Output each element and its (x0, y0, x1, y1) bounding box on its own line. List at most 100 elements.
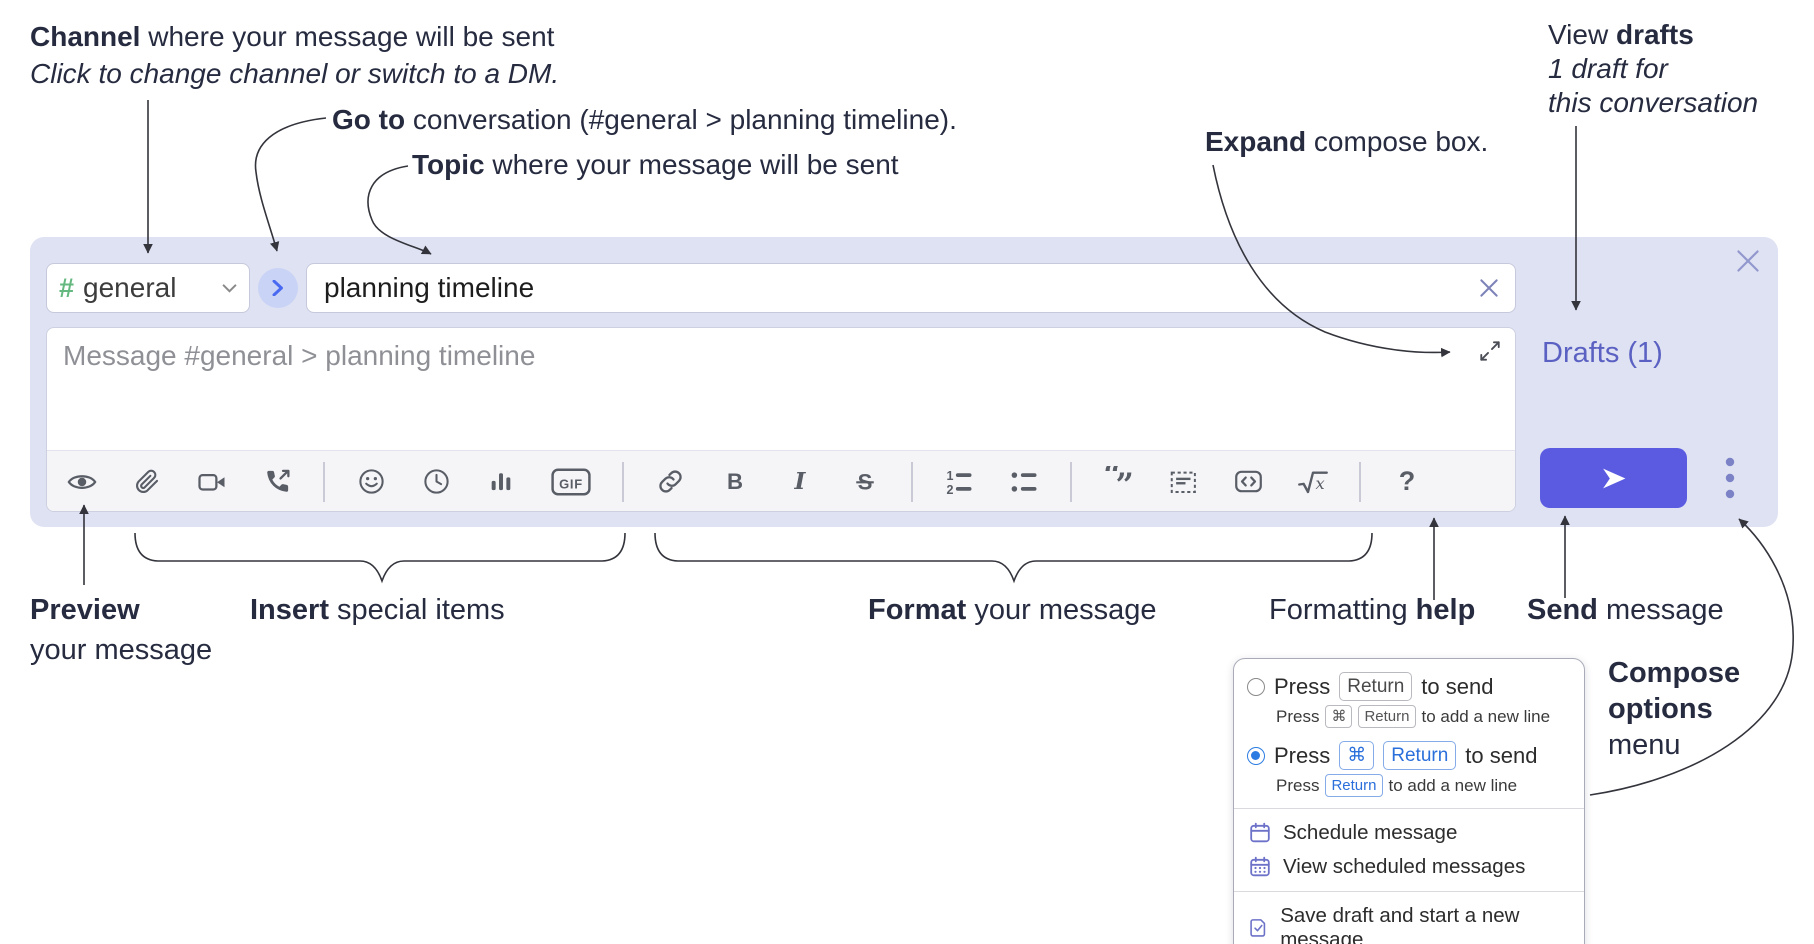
compose-box: # general planning timeline Message # (30, 237, 1778, 527)
option1-sub-press: Press (1276, 706, 1320, 726)
option-cmd-return-to-send[interactable]: Press ⌘ Return to send (1234, 738, 1584, 773)
smiley-icon (358, 469, 384, 494)
compose-toolbar: GIF B (47, 450, 1515, 511)
view-drafts-bold: drafts (1615, 19, 1694, 50)
toolbar-divider (1070, 461, 1072, 502)
gif-button[interactable]: GIF (547, 460, 595, 504)
option2-sub-return-kbd: Return (1325, 774, 1383, 797)
topic-input[interactable]: planning timeline (306, 263, 1516, 313)
option1-return-kbd: Return (1339, 672, 1413, 701)
chevron-down-icon (222, 284, 237, 293)
menu-item-save-draft[interactable]: Save draft and start a new message (1234, 899, 1584, 944)
format-label-rest: your message (966, 594, 1157, 626)
message-panel: Message #general > planning timeline (46, 327, 1516, 512)
compose-options-line2: options (1608, 693, 1713, 725)
clock-icon (423, 469, 449, 494)
phone-call-icon (266, 469, 290, 492)
drafts-link[interactable]: Drafts (1) (1542, 337, 1663, 369)
numbered-list-icon: 1 2 (947, 469, 972, 496)
toolbar-divider (911, 461, 913, 502)
quote-button[interactable]: “ ” (1099, 460, 1137, 504)
bulleted-list-button[interactable] (1005, 460, 1043, 504)
preview-label-bold: Preview (30, 594, 140, 626)
menu-item-schedule-message[interactable]: Schedule message (1234, 816, 1584, 850)
channel-annotation: Channel where your message will be sent … (30, 18, 559, 92)
radio-selected-icon[interactable] (1247, 746, 1265, 765)
insert-label-rest: special items (328, 594, 505, 626)
insert-label: Insert special items (250, 590, 505, 630)
italic-button[interactable]: I (781, 460, 819, 504)
poll-button[interactable] (482, 460, 520, 504)
goto-annotation-rest: conversation (#general > planning timeli… (405, 104, 957, 135)
option-cmd-return-to-send-sub: Press Return to add a new line (1234, 773, 1584, 801)
bar-chart-icon (491, 472, 511, 490)
code-icon (1234, 470, 1262, 493)
global-time-button[interactable] (417, 460, 455, 504)
option2-return-kbd: Return (1383, 741, 1457, 770)
eye-icon (67, 474, 97, 489)
option2-sub-suffix: to add a new line (1388, 775, 1518, 795)
menu-divider (1234, 891, 1584, 892)
gif-icon: GIF (551, 468, 591, 495)
clear-topic-icon[interactable] (1477, 276, 1501, 300)
close-icon (1737, 250, 1759, 272)
svg-text:B: B (727, 469, 743, 494)
math-sqrt-icon: x (1298, 470, 1328, 493)
spoiler-icon (1170, 471, 1196, 493)
vertical-dots-icon (1725, 457, 1735, 499)
audio-call-button[interactable] (258, 460, 296, 504)
code-button[interactable] (1229, 460, 1267, 504)
option-return-to-send[interactable]: Press Return to send (1234, 669, 1584, 704)
numbered-list-button[interactable]: 1 2 (940, 460, 978, 504)
expand-annotation: Expand compose box. (1205, 123, 1488, 160)
topic-annotation-rest: where your message will be sent (484, 149, 899, 180)
topic-annotation-bold: Topic (412, 149, 485, 180)
calendar-icon (1250, 822, 1270, 843)
channel-annotation-line2: Click to change channel or switch to a D… (30, 58, 560, 89)
option2-sub-press: Press (1276, 775, 1320, 795)
go-to-conversation-button[interactable] (258, 268, 298, 308)
preview-button[interactable] (63, 460, 101, 504)
link-icon (658, 470, 682, 493)
channel-selector[interactable]: # general (46, 263, 250, 313)
svg-text:I: I (794, 468, 807, 495)
goto-annotation: Go to conversation (#general > planning … (332, 101, 957, 138)
send-button[interactable] (1540, 448, 1687, 508)
insert-brace (134, 532, 626, 584)
message-placeholder: Message #general > planning timeline (63, 340, 536, 371)
menu-item-view-scheduled[interactable]: View scheduled messages (1234, 850, 1584, 884)
attach-file-button[interactable] (128, 460, 166, 504)
compose-options-menu-button[interactable] (1710, 450, 1750, 506)
menu-item-label: Schedule message (1283, 821, 1458, 844)
math-button[interactable]: x (1294, 460, 1332, 504)
message-input[interactable]: Message #general > planning timeline (47, 328, 1515, 450)
format-brace (654, 532, 1373, 584)
toolbar-divider (622, 461, 624, 502)
insert-link-button[interactable] (651, 460, 689, 504)
topic-input-value: planning timeline (324, 272, 535, 303)
svg-text:x: x (1316, 473, 1325, 492)
view-drafts-pre: View (1548, 19, 1616, 50)
video-call-button[interactable] (193, 460, 231, 504)
option1-cmd-kbd: ⌘ (1325, 705, 1353, 728)
option1-sub-return-kbd: Return (1358, 705, 1416, 728)
option1-suffix: to send (1421, 673, 1494, 699)
spoiler-button[interactable] (1164, 460, 1202, 504)
channel-hash-icon: # (59, 272, 75, 303)
svg-text:“: “ (1103, 466, 1121, 494)
option1-press: Press (1274, 673, 1331, 699)
emoji-button[interactable] (352, 460, 390, 504)
radio-unselected-icon[interactable] (1247, 677, 1265, 696)
preview-label-line2: your message (30, 634, 213, 666)
strikethrough-icon: S (856, 469, 874, 494)
message-formatting-help-button[interactable]: ? (1388, 460, 1426, 504)
expand-compose-icon[interactable] (1478, 339, 1502, 363)
compose-options-line3: menu (1608, 729, 1681, 761)
strikethrough-button[interactable]: S (846, 460, 884, 504)
bold-button[interactable]: B (716, 460, 754, 504)
close-compose-button[interactable] (1732, 245, 1764, 277)
calendar-grid-icon (1250, 856, 1270, 877)
quote-icon: “ ” (1103, 466, 1134, 498)
send-label-bold: Send (1527, 594, 1598, 626)
